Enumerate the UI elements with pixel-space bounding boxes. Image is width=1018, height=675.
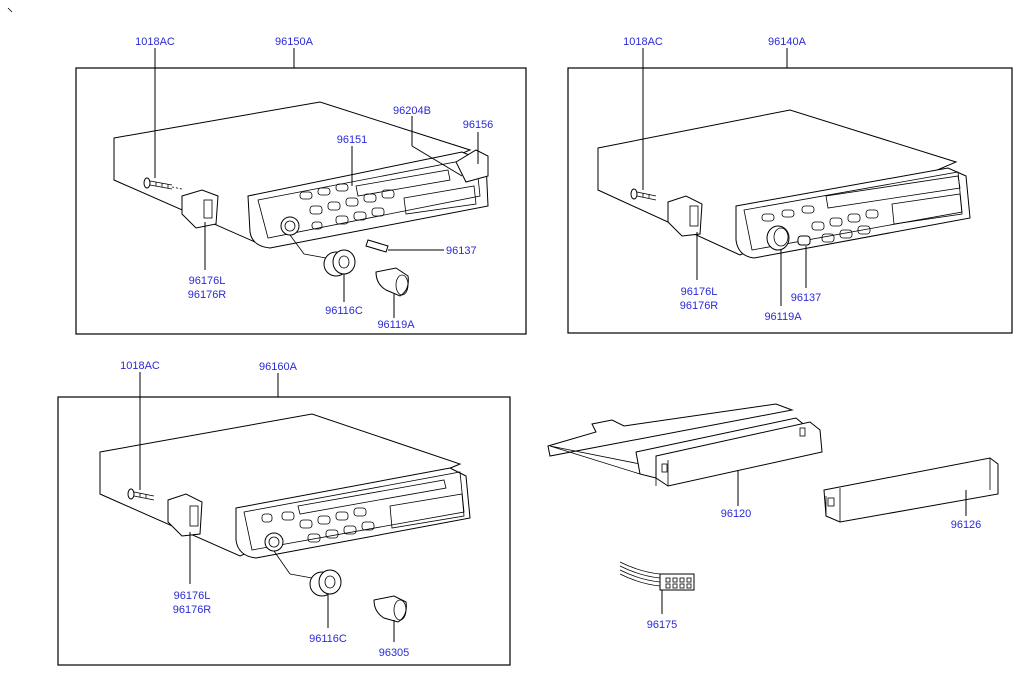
radio-faceplate xyxy=(735,167,971,259)
bracket xyxy=(167,493,203,537)
leader-line xyxy=(411,145,463,177)
part-label: 96137 xyxy=(791,292,822,304)
screw-icon xyxy=(630,188,657,201)
panel-frame xyxy=(75,67,527,335)
part-label: 96176L xyxy=(681,286,718,298)
knob-icon xyxy=(309,569,342,597)
bracket xyxy=(181,189,219,229)
part-label: 96204B xyxy=(393,105,431,117)
display-window xyxy=(403,185,477,215)
knob-shaft xyxy=(280,216,300,236)
button xyxy=(797,235,811,246)
knob-shaft-inner xyxy=(284,220,296,232)
preset-buttons xyxy=(299,183,395,225)
guide-line xyxy=(303,253,327,259)
guide-line xyxy=(289,234,305,255)
part-label: 96120 xyxy=(721,508,752,520)
bracket xyxy=(667,195,703,237)
part-label: 96126 xyxy=(951,519,982,531)
part-label: 96175 xyxy=(647,619,678,631)
knob-icon xyxy=(375,267,409,297)
part-label: 1018AC xyxy=(623,36,663,48)
screw-icon xyxy=(127,488,155,501)
bracket-slot xyxy=(689,205,699,227)
guide-line xyxy=(273,550,291,575)
display-window xyxy=(891,193,963,225)
sleeve xyxy=(823,457,999,523)
panel-96150a: 96150A 1018AC 96204B 96156 96151 96137 9… xyxy=(75,36,527,335)
preset-buttons xyxy=(761,205,879,243)
assembly-label: 96140A xyxy=(768,36,807,48)
panel-frame xyxy=(57,396,511,666)
screw-icon xyxy=(143,177,183,190)
knob-shaft xyxy=(264,532,284,552)
part-label: 96116C xyxy=(325,305,363,317)
bracket-slot xyxy=(203,199,213,219)
preset-buttons xyxy=(261,507,375,543)
corner-mark xyxy=(7,7,13,13)
part-label: 1018AC xyxy=(120,360,160,372)
mount-bracket xyxy=(547,403,823,487)
knob-icon xyxy=(373,595,407,623)
knob-icon xyxy=(766,225,790,251)
radio-faceplate xyxy=(247,151,489,249)
knob-shaft-inner xyxy=(268,536,280,548)
part-label: 96176R xyxy=(173,604,212,616)
part-label: 96305 xyxy=(379,647,410,659)
button xyxy=(311,221,323,230)
part-label: 96176L xyxy=(174,590,211,602)
button xyxy=(365,239,389,253)
display-window xyxy=(825,175,961,209)
part-label: 96176L xyxy=(189,275,226,287)
faceplate-inner xyxy=(257,157,481,239)
knob-inner xyxy=(773,227,789,247)
part-label: 1018AC xyxy=(135,36,175,48)
part-label: 96176R xyxy=(188,289,227,301)
part-label: 96156 xyxy=(463,119,494,131)
part-label: 96137 xyxy=(446,245,477,257)
face-cover xyxy=(455,149,489,183)
part-label: 96116C xyxy=(309,633,347,645)
assembly-label: 96160A xyxy=(259,361,298,373)
connector-icon xyxy=(619,561,695,591)
guide-line xyxy=(289,573,313,579)
part-label: 96176R xyxy=(680,300,719,312)
panel-frame xyxy=(567,67,1013,334)
part-label: 96119A xyxy=(764,311,802,323)
panel-96160a: 96160A 1018AC 96176L 96176R 96116C 96305 xyxy=(57,360,511,666)
bracket-slot xyxy=(189,505,199,527)
display-window xyxy=(355,169,451,197)
part-label: 96119A xyxy=(377,319,415,331)
display-window xyxy=(389,493,465,529)
panel-96140a: 96140A 1018AC 96176L 96176R 96137 96119A xyxy=(567,36,1013,334)
knob-icon xyxy=(323,249,356,277)
assembly-label: 96150A xyxy=(275,36,314,48)
part-label: 96151 xyxy=(337,134,368,146)
cd-slot xyxy=(297,479,447,515)
radio-faceplate xyxy=(235,467,471,559)
